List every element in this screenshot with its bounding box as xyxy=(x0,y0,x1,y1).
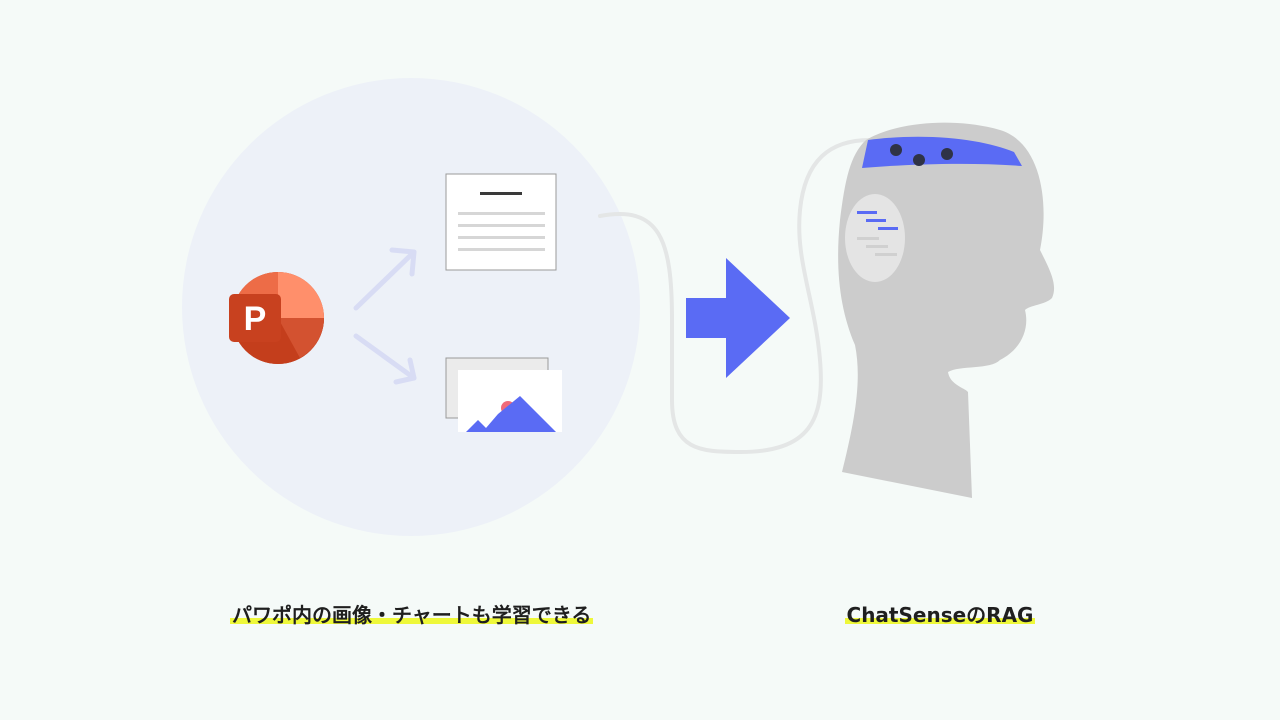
caption-right: ChatSenseのRAG xyxy=(840,600,1040,630)
caption-left-text: パワポ内の画像・チャートも学習できる xyxy=(230,603,593,627)
big-arrow-icon xyxy=(686,258,790,378)
caption-right-text: ChatSenseのRAG xyxy=(845,603,1036,627)
text-document-icon xyxy=(446,174,556,270)
image-document-icon xyxy=(446,358,562,432)
caption-left: パワポ内の画像・チャートも学習できる xyxy=(230,600,590,630)
powerpoint-letter: P xyxy=(244,300,267,338)
head-icon xyxy=(838,123,1054,498)
